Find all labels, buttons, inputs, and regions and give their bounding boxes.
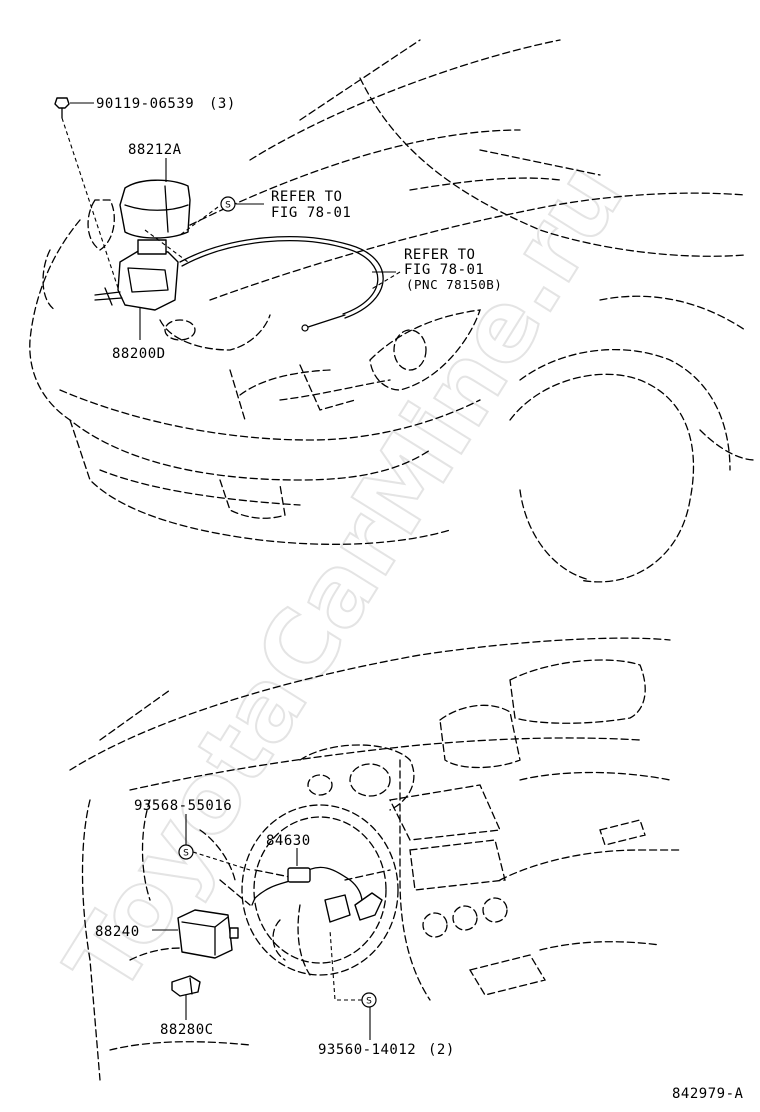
cruise-actuator-cover: [119, 179, 191, 239]
bolt-part-number: 90119-06539: [96, 96, 194, 112]
screw-quantity: (2): [428, 1042, 455, 1058]
cruise-switch-harness: [251, 866, 383, 923]
dashboard-outline: [69, 637, 681, 1081]
refer1-line1: REFER TO: [271, 189, 342, 205]
refer-symbol-1: S: [220, 196, 236, 212]
clip-part-number: 93568-55016: [134, 798, 232, 814]
bolt-quantity: (3): [209, 96, 236, 112]
speed-sensor: [171, 975, 201, 997]
screw-part-number: 93560-14012: [318, 1042, 416, 1058]
screw-symbol-label: S: [366, 997, 372, 1007]
sensor-part-number: 88280C: [160, 1022, 214, 1038]
car-front-outline: [29, 39, 756, 583]
refer2-line2: FIG 78-01: [404, 262, 484, 278]
figure-id: 842979-A: [672, 1086, 744, 1102]
cruise-computer: [177, 909, 239, 959]
actuator-part-number: 88200D: [112, 346, 166, 362]
cruise-actuator-unit: [94, 239, 179, 311]
refer2-line1: REFER TO: [404, 247, 475, 263]
refer1-line2: FIG 78-01: [271, 205, 351, 221]
clip-symbol: S: [178, 844, 194, 860]
screw-symbol: S: [361, 992, 377, 1008]
refer-symbol-1-label: S: [225, 201, 231, 211]
switch-part-number: 84630: [266, 833, 311, 849]
computer-part-number: 88240: [95, 924, 140, 940]
bolt-icon: [54, 97, 70, 119]
refer2-line3: (PNC 78150B): [406, 277, 502, 292]
clip-symbol-label: S: [183, 849, 189, 859]
cover-part-number: 88212A: [128, 142, 182, 158]
cruise-control-cable: [179, 236, 384, 332]
